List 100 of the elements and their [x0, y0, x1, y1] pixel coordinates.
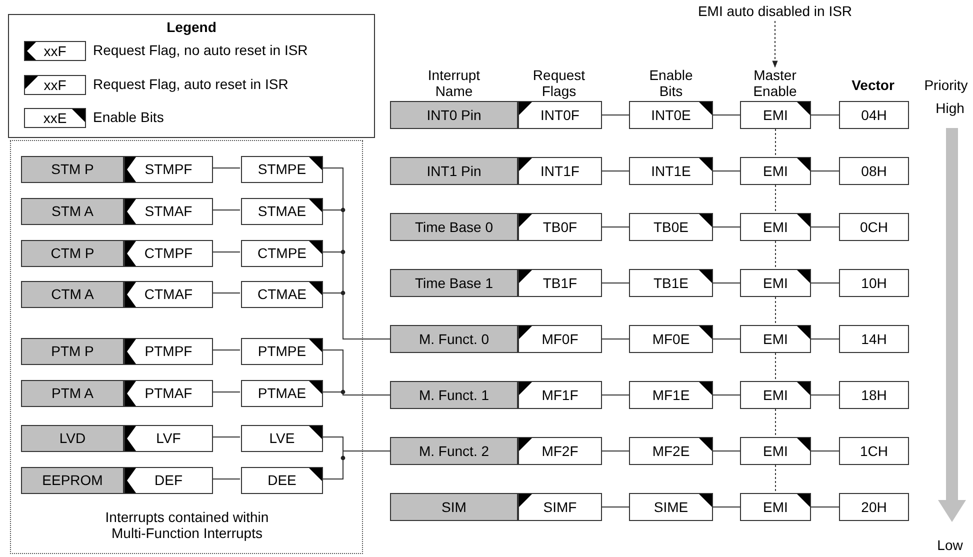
- register-name: STMAF: [144, 203, 192, 219]
- connector-line: [810, 506, 840, 508]
- connector-line: [775, 128, 776, 158]
- connector-line: [810, 450, 840, 452]
- register-name: EMI: [763, 275, 788, 291]
- register-name: EMI: [763, 331, 788, 347]
- register-box: [518, 213, 602, 241]
- register-name: LVE: [269, 430, 295, 446]
- column-header: Master Enable: [740, 67, 810, 99]
- connector-line: [712, 338, 740, 340]
- connector-line: [602, 506, 630, 508]
- register-box: [518, 493, 602, 521]
- register-box: [241, 466, 323, 494]
- register-name: PTMAE: [258, 385, 306, 401]
- interrupt-source-box: [21, 424, 124, 452]
- interrupt-name: STM P: [51, 161, 94, 177]
- legend-text: Request Flag, no auto reset in ISR: [93, 42, 308, 58]
- connector-line: [772, 20, 778, 68]
- vector-box: [839, 101, 909, 129]
- interrupt-name: Time Base 1: [414, 275, 494, 291]
- interrupt-source-box: [390, 157, 518, 185]
- connector-line: [712, 114, 740, 116]
- annotation-text: EMI auto disabled in ISR: [690, 3, 860, 21]
- interrupt-source-box: [21, 198, 124, 224]
- register-box: [124, 156, 213, 182]
- vector-box: [839, 213, 909, 241]
- interrupt-name: LVD: [59, 430, 86, 446]
- vector-box: [839, 437, 909, 465]
- register-box: [740, 325, 811, 353]
- register-name: EMI: [763, 163, 788, 179]
- register-name: CTMAF: [144, 286, 193, 302]
- connector-line: [712, 170, 740, 172]
- register-name: MF0F: [542, 331, 578, 347]
- register-box: [124, 338, 213, 364]
- interrupt-name: CTM A: [51, 286, 94, 302]
- connector-line: [775, 464, 776, 494]
- connector-line: [322, 450, 390, 480]
- vector-address: 1CH: [860, 443, 888, 459]
- register-name: EMI: [763, 387, 788, 403]
- register-box: [124, 198, 213, 224]
- register-box: [629, 269, 713, 297]
- register-box: [629, 101, 713, 129]
- register-box: [518, 437, 602, 465]
- register-box: [124, 424, 213, 452]
- connector-line: [712, 450, 740, 452]
- register-name: CTMAE: [258, 286, 306, 302]
- connector-line: [810, 394, 840, 396]
- connector-line: [712, 282, 740, 284]
- register-name: CTMPF: [144, 245, 193, 261]
- register-name: PTMAF: [144, 385, 192, 401]
- connector-line: [602, 170, 630, 172]
- column-header: Enable Bits: [648, 67, 694, 99]
- register-name: EMI: [763, 219, 788, 235]
- register-box: [241, 156, 323, 182]
- connector-line: [810, 282, 840, 284]
- connector-line: [602, 114, 630, 116]
- register-name: INT0F: [540, 107, 580, 123]
- connector-line: [212, 292, 240, 294]
- interrupt-name: PTM P: [51, 343, 94, 359]
- vector-address: 04H: [861, 107, 887, 123]
- connector-line: [810, 226, 840, 228]
- legend-sample-text: xxF: [44, 77, 66, 93]
- register-name: TB1F: [542, 275, 578, 291]
- priority-label: Priority: [923, 77, 969, 93]
- legend-text: Enable Bits: [93, 109, 164, 125]
- interrupt-source-box: [390, 493, 518, 521]
- register-name: DEF: [154, 472, 182, 488]
- register-box: [241, 338, 323, 364]
- register-name: MF1E: [652, 387, 690, 403]
- register-name: INT1F: [540, 163, 580, 179]
- column-header: Request Flags: [532, 67, 586, 99]
- connector-line: [712, 394, 740, 396]
- connector-line: [810, 170, 840, 172]
- register-box: [518, 101, 602, 129]
- register-box: [629, 325, 713, 353]
- column-header: Interrupt Name: [426, 67, 482, 99]
- register-name: INT0E: [651, 107, 691, 123]
- connector-line: [775, 184, 776, 214]
- register-box: [629, 437, 713, 465]
- vector-address: 10H: [861, 275, 887, 291]
- register-box: [518, 269, 602, 297]
- vector-box: [839, 325, 909, 353]
- register-name: MF1F: [542, 387, 578, 403]
- register-name: CTMPE: [258, 245, 306, 261]
- connector-line: [212, 478, 240, 480]
- interrupt-name: Time Base 0: [414, 219, 494, 235]
- connector-line: [602, 226, 630, 228]
- register-box: [241, 240, 323, 266]
- vector-address: 14H: [861, 331, 887, 347]
- connector-line: [775, 352, 776, 382]
- register-box: [241, 380, 323, 406]
- interrupt-name: INT0 Pin: [426, 107, 482, 123]
- register-name: TB0F: [542, 219, 578, 235]
- register-name: MF2F: [542, 443, 578, 459]
- register-box: [241, 280, 323, 308]
- interrupt-name: EEPROM: [42, 472, 103, 488]
- register-name: STMAE: [258, 203, 306, 219]
- connector-line: [775, 240, 776, 270]
- register-name: SIME: [654, 499, 688, 515]
- register-name: PTMPE: [258, 343, 306, 359]
